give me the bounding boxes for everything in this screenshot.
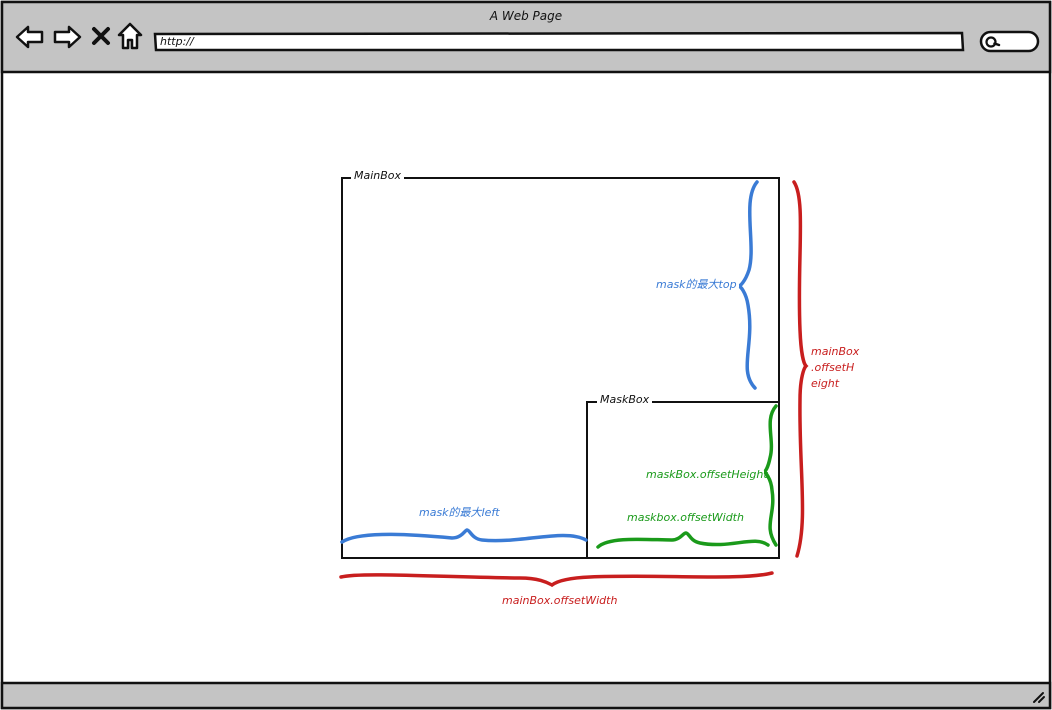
mask-max-top-label: mask的最大top (656, 278, 737, 291)
main-box-offset-width-label: mainBox.offsetWidth (502, 594, 618, 607)
mask-max-left-brace (340, 528, 588, 544)
main-box (341, 177, 780, 559)
forward-arrow-icon[interactable] (52, 24, 82, 50)
home-icon[interactable] (117, 22, 143, 50)
mask-box-offset-height-label: maskBox.offsetHeight (646, 468, 768, 481)
main-box-offset-height-brace (792, 180, 809, 558)
address-bar-input[interactable]: http:// (160, 35, 194, 48)
mask-box-label: MaskBox (597, 393, 653, 406)
search-icon[interactable] (984, 35, 1004, 49)
mask-box-offset-width-brace (596, 531, 770, 549)
mask-max-top-brace (738, 180, 759, 390)
resize-grip-icon[interactable] (1030, 688, 1046, 704)
mask-max-left-label: mask的最大left (419, 506, 500, 519)
main-box-offset-width-brace (339, 571, 774, 588)
main-box-offset-height-label-line-2: .offsetH (811, 361, 855, 374)
main-box-offset-height-label-line-1: mainBox (811, 345, 860, 358)
stop-close-icon[interactable] (91, 26, 111, 46)
back-arrow-icon[interactable] (15, 24, 45, 50)
window-title: A Web Page (489, 9, 563, 23)
mask-box-offset-width-label: maskbox.offsetWidth (627, 511, 744, 524)
mask-box (586, 401, 780, 559)
main-box-label: MainBox (351, 169, 405, 182)
main-box-offset-height-label-line-3: eight (811, 377, 840, 390)
mask-box-offset-height-brace (763, 404, 778, 547)
